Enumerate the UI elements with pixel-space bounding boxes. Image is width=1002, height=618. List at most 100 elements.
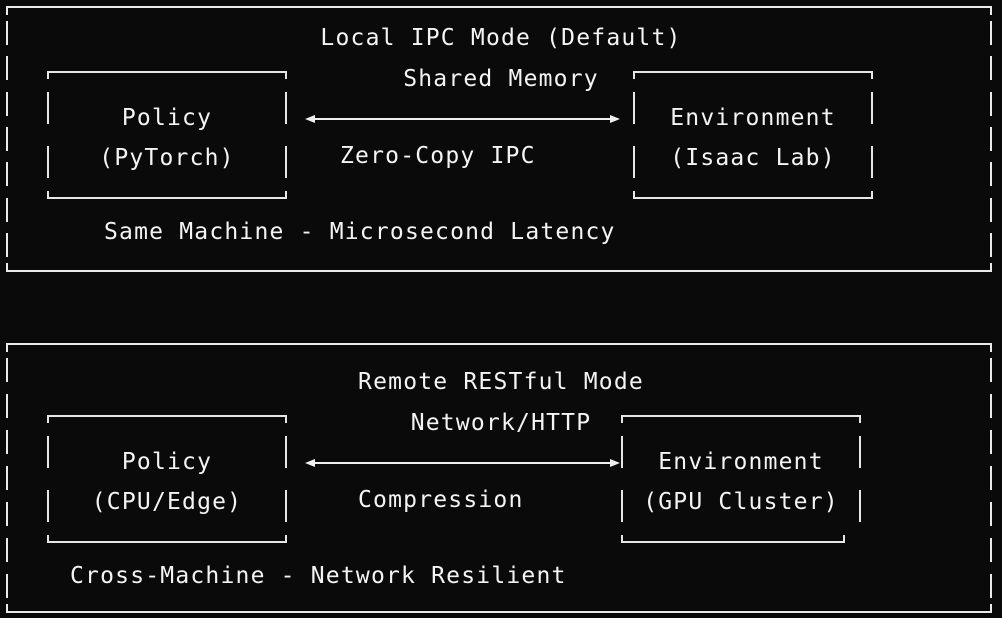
border-glyph-pipe <box>6 502 8 526</box>
node-corner-bottom-left <box>621 535 623 543</box>
panel-footer-local-ipc: Same Machine - Microsecond Latency <box>104 219 616 245</box>
node-corner-top-right <box>859 415 861 423</box>
node-label-line1: Environment <box>670 105 836 131</box>
node-border-left <box>621 425 623 533</box>
arrow-head-left <box>305 459 315 467</box>
node-border-bottom <box>47 541 287 543</box>
panel-corner-bottom-left <box>6 263 8 272</box>
node-corner-bottom-right <box>285 191 287 199</box>
node-border-right <box>859 425 861 533</box>
link-label-shared-memory: Shared Memory <box>403 66 599 92</box>
link-label-compression: Compression <box>358 487 524 513</box>
border-glyph-pipe <box>6 538 8 562</box>
border-glyph-pipe <box>6 162 8 187</box>
node-label-line1: Policy <box>121 105 213 131</box>
panel-border-bottom <box>6 270 992 272</box>
border-glyph-pipe <box>621 436 623 468</box>
node-label-line1: Environment <box>658 449 824 475</box>
node-label-line2: (PyTorch) <box>99 145 235 171</box>
node-label-line1: Policy <box>121 449 213 475</box>
border-glyph-pipe <box>6 394 8 418</box>
border-glyph-pipe <box>47 146 49 178</box>
border-glyph-pipe <box>990 162 992 187</box>
node-corner-top-right <box>285 415 287 423</box>
panel-border-right <box>990 15 992 263</box>
node-border-top <box>621 415 861 417</box>
node-corner-bottom-right <box>843 535 845 543</box>
panel-corner-top-right <box>990 6 992 15</box>
node-environment-gpu-cluster: Environment (GPU Cluster) <box>621 415 861 543</box>
node-corner-top-left <box>633 71 635 79</box>
border-glyph-pipe <box>6 197 8 222</box>
arrow-shaft <box>315 462 610 464</box>
border-glyph-pipe <box>6 127 8 151</box>
connector-arrow-local-ipc <box>305 113 620 127</box>
arrow-head-right <box>610 459 620 467</box>
border-glyph-pipe <box>285 490 287 522</box>
panel-corner-top-right <box>990 343 992 352</box>
arrow-head-left <box>305 115 315 123</box>
border-glyph-pipe <box>871 146 873 178</box>
node-label-line2: (Isaac Lab) <box>670 145 836 171</box>
border-glyph-pipe <box>6 91 8 116</box>
node-corner-bottom-left <box>47 535 49 543</box>
border-glyph-pipe <box>990 56 992 81</box>
node-border-top <box>633 71 873 73</box>
panel-footer-remote-restful: Cross-Machine - Network Resilient <box>70 563 567 589</box>
node-label-line2: (CPU/Edge) <box>91 489 243 515</box>
node-corner-bottom-right <box>871 191 873 199</box>
node-border-top <box>47 415 287 417</box>
panel-corner-top-left <box>6 343 8 352</box>
border-glyph-pipe <box>285 146 287 178</box>
connector-arrow-remote-restful <box>305 457 620 471</box>
panel-border-left <box>6 352 8 604</box>
arrow-shaft <box>315 118 610 120</box>
node-border-left <box>47 425 49 533</box>
panel-local-ipc <box>4 6 998 272</box>
node-border-bottom <box>633 197 873 199</box>
border-glyph-pipe <box>6 56 8 81</box>
node-label-line2: (GPU Cluster) <box>643 489 839 515</box>
border-glyph-pipe <box>990 127 992 151</box>
border-glyph-pipe <box>6 358 8 382</box>
node-border-bottom <box>47 197 287 199</box>
node-environment-isaac-lab: Environment (Isaac Lab) <box>633 71 873 199</box>
node-border-right <box>285 425 287 533</box>
node-border-right <box>285 81 287 189</box>
border-glyph-pipe <box>47 436 49 468</box>
node-border-left <box>47 81 49 189</box>
node-corner-top-left <box>47 71 49 79</box>
panel-title-remote-restful: Remote RESTful Mode <box>358 369 644 395</box>
border-glyph-pipe <box>633 92 635 124</box>
panel-corner-bottom-right <box>990 604 992 613</box>
border-glyph-pipe <box>633 146 635 178</box>
node-corner-bottom-left <box>47 191 49 199</box>
border-glyph-pipe <box>6 430 8 454</box>
border-glyph-pipe <box>990 197 992 222</box>
node-border-left <box>633 81 635 189</box>
border-glyph-pipe <box>285 92 287 124</box>
border-glyph-pipe <box>990 394 992 418</box>
border-glyph-pipe <box>6 233 8 258</box>
link-label-zero-copy-ipc: Zero-Copy IPC <box>340 143 536 169</box>
border-glyph-pipe <box>6 466 8 490</box>
panel-corner-top-left <box>6 6 8 15</box>
node-corner-bottom-left <box>633 191 635 199</box>
border-glyph-pipe <box>621 490 623 522</box>
panel-title-local-ipc: Local IPC Mode (Default) <box>320 25 682 51</box>
border-glyph-pipe <box>990 574 992 598</box>
link-label-network-http: Network/HTTP <box>410 410 592 436</box>
node-border-bottom <box>621 541 845 543</box>
node-policy-pytorch: Policy (PyTorch) <box>47 71 287 199</box>
border-glyph-pipe <box>6 20 8 45</box>
border-glyph-pipe <box>47 92 49 124</box>
border-glyph-pipe <box>990 538 992 562</box>
node-corner-top-left <box>47 415 49 423</box>
node-border-top <box>47 71 287 73</box>
node-corner-bottom-right <box>285 535 287 543</box>
panel-border-left <box>6 15 8 263</box>
node-corner-top-right <box>285 71 287 79</box>
panel-corner-bottom-right <box>990 263 992 272</box>
border-glyph-pipe <box>990 20 992 45</box>
